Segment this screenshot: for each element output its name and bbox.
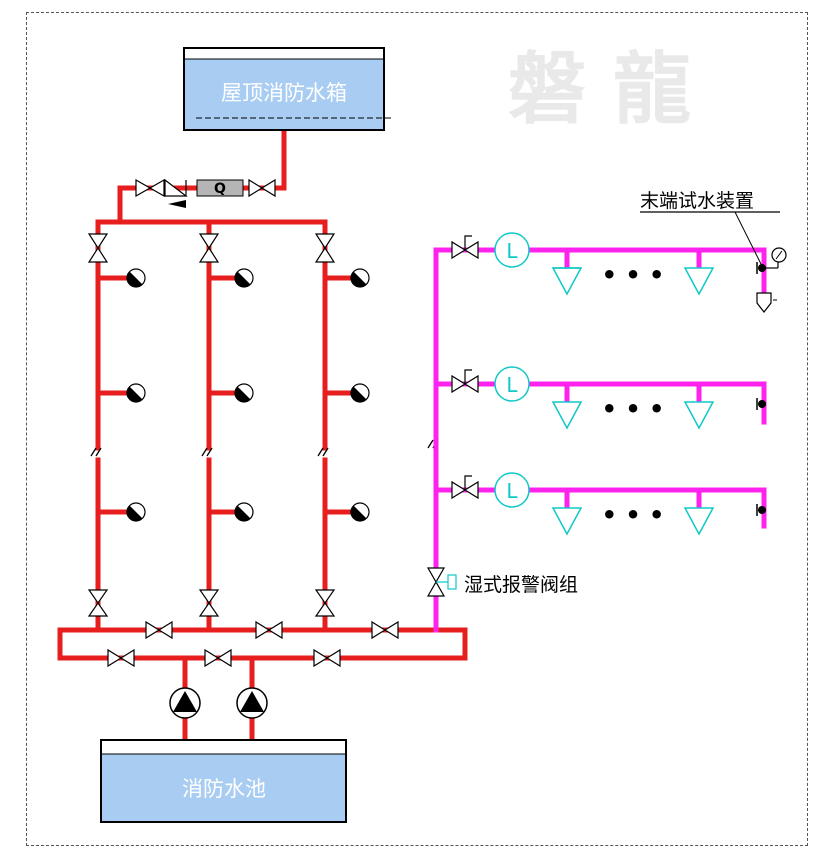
branch-end-caps — [756, 262, 766, 516]
pool-label: 消防水池 — [182, 777, 266, 801]
flow-meter-label: Q — [214, 181, 226, 197]
signal-valves — [451, 235, 479, 500]
flow-switch-label-2: L — [506, 373, 518, 397]
flow-switch-label-1: L — [506, 239, 518, 263]
ring-valves — [107, 620, 399, 668]
fire-pump-right — [236, 687, 268, 719]
fire-pump-left — [169, 687, 201, 719]
wet-alarm-valve: 湿式报警阀组 — [426, 567, 578, 597]
supply-piping — [57, 129, 468, 743]
branch-dots-1: • • • — [602, 261, 665, 289]
hydrants — [126, 268, 370, 522]
dashed-border — [26, 12, 808, 846]
end-test-device — [756, 247, 787, 313]
roof-tank: 屋顶消防水箱 — [183, 47, 394, 131]
riser-break-marks — [90, 439, 439, 457]
fire-pool: 消防水池 — [100, 739, 347, 823]
sprinkler-piping — [433, 247, 767, 633]
branch-dots-2: • • • — [602, 395, 665, 423]
flow-meter: Q — [196, 179, 244, 197]
flow-switch-label-3: L — [506, 479, 518, 503]
alarm-valve-label: 湿式报警阀组 — [464, 574, 578, 596]
watermark: 磐 龍 — [508, 45, 691, 135]
branch-dots-3: • • • — [602, 501, 665, 529]
top-gate-valve-left — [135, 178, 165, 198]
check-valve — [164, 178, 188, 208]
test-device-callout: 末端试水装置 — [640, 190, 780, 267]
test-device-label: 末端试水装置 — [640, 190, 754, 212]
top-gate-valve-right — [248, 178, 276, 198]
sprinkler-heads — [551, 267, 715, 536]
roof-tank-label: 屋顶消防水箱 — [221, 81, 347, 105]
flow-switches: L L L — [494, 232, 530, 508]
riser-valves — [87, 233, 336, 617]
